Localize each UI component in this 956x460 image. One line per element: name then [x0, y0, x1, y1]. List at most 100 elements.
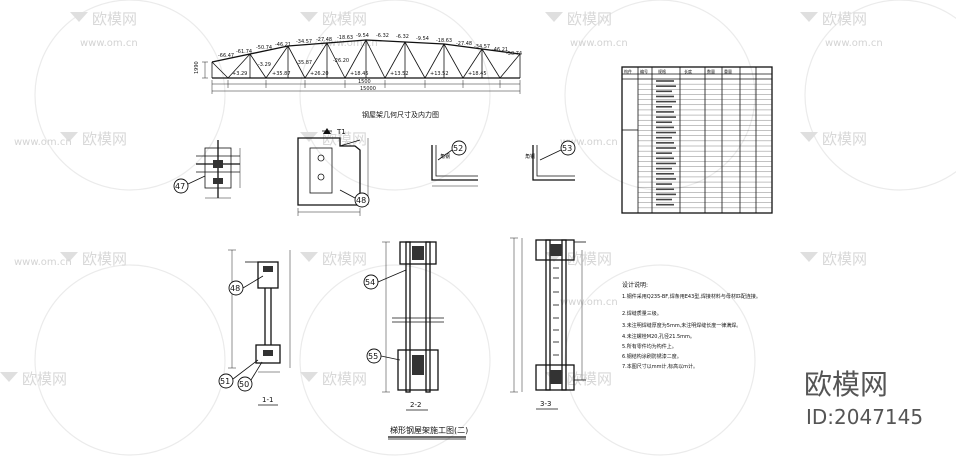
section-1-1: 48 51 50 1-1 [218, 249, 291, 406]
table-cell-text [656, 157, 674, 160]
angle-label: 角钢 [525, 153, 535, 160]
section-label-3-3: 3-3 [540, 400, 551, 408]
watermark-text: 欧模网 [322, 130, 367, 148]
weld-ticks [553, 267, 559, 356]
note-item: 3.未注明焊缝厚度为5mm,未注明焊缝长度一律满焊。 [622, 322, 741, 329]
note-item: 1.钢件采用Q235-BF,焊条用E43型,焊接材料与母材匹配连接。 [622, 293, 761, 300]
table-cell-text [656, 111, 674, 113]
span-dimension: 15000 [360, 86, 376, 92]
watermark-url: www.om.cn [14, 257, 72, 268]
watermark-text: 欧模网 [322, 10, 367, 28]
watermark-text: 欧模网 [92, 10, 137, 28]
table-cell-text [656, 188, 674, 191]
svg-text:-27.48: -27.48 [456, 41, 472, 47]
watermark-text: 欧模网 [322, 250, 367, 268]
table-header-cell: 规格 [658, 68, 666, 74]
callout-53: 53 [562, 144, 572, 153]
end-height-dimension: 1990 [194, 61, 200, 74]
table-cell-text [656, 203, 674, 206]
table-cell-text [656, 147, 676, 149]
table-cell-text [656, 142, 674, 144]
note-item: 2.焊缝质量三级。 [622, 310, 662, 317]
brand-watermark-large: 欧模网 [804, 368, 888, 401]
svg-text:+13.52: +13.52 [390, 71, 409, 77]
note-item: 7.本图尺寸以mm计,标高以m计。 [622, 363, 698, 370]
svg-text:-18.63: -18.63 [436, 38, 452, 44]
section-label-1-1: 1-1 [262, 396, 273, 404]
design-notes: 设计说明: 1.钢件采用Q235-BF,焊条用E43型,焊接材料与母材匹配连接。… [622, 281, 761, 370]
truss-caption: 钢屋架几何尺寸及内力图 [362, 110, 439, 119]
svg-text:-66.47: -66.47 [218, 53, 234, 59]
detail-gusset-t1: T1 48 [297, 128, 370, 216]
watermark-text: 欧模网 [567, 370, 612, 388]
callout-48-detail: 48 [356, 196, 366, 205]
note-item: 5.所有零件均为构件上。 [622, 343, 677, 350]
bottom-force-labels: +3.29 -3.29 +35.87 -35.87 +26.20 -26.20 … [232, 58, 487, 77]
svg-text:-9.54: -9.54 [356, 33, 369, 39]
svg-text:-9.54: -9.54 [416, 36, 429, 42]
svg-text:-6.32: -6.32 [376, 33, 389, 39]
svg-text:-34.57: -34.57 [474, 44, 490, 50]
detail-plate-47: 47 [173, 140, 241, 199]
angle-detail-52: 52 角钢 [431, 140, 478, 187]
svg-text:+35.87: +35.87 [272, 71, 291, 77]
svg-text:-18.63: -18.63 [337, 35, 353, 41]
drawing-title: 梯形钢屋架施工图(二) [390, 425, 468, 435]
table-cell-text [656, 152, 672, 154]
callout-52: 52 [453, 144, 463, 153]
svg-text:-6.32: -6.32 [396, 34, 409, 40]
table-header-cell: 长度 [684, 68, 692, 74]
section-label-2-2: 2-2 [410, 401, 421, 409]
table-header-cell: 重量 [724, 68, 732, 74]
table-header-cell: 构件 [624, 68, 632, 74]
table-cell-text [656, 167, 672, 170]
watermark-text: 欧模网 [822, 130, 867, 148]
id-watermark: ID:2047145 [806, 405, 923, 429]
truss-elevation: -66.47 -61.74 -50.74 -46.21 -34.57 -27.4… [194, 33, 522, 119]
angle-detail-53: 53 角钢 [525, 140, 576, 181]
svg-text:-35.87: -35.87 [296, 60, 312, 66]
svg-text:-26.20: -26.20 [333, 58, 349, 64]
callout-47: 47 [175, 182, 185, 191]
watermark-text: 欧模网 [822, 10, 867, 28]
watermark-text: 欧模网 [567, 10, 612, 28]
section-arrow-icon [323, 128, 331, 134]
table-cell-text [656, 178, 676, 180]
svg-text:-3.29: -3.29 [258, 62, 271, 68]
section-2-2: 54 55 2-2 [363, 241, 444, 411]
svg-text:-34.57: -34.57 [296, 39, 312, 45]
callout-54: 54 [365, 278, 375, 287]
svg-text:-46.21: -46.21 [492, 47, 508, 53]
angle-label: 角钢 [440, 153, 450, 160]
table-cell-text [656, 131, 676, 134]
table-cell-text [656, 121, 672, 124]
table-cell-text [656, 183, 672, 185]
watermark-circles [34, 0, 956, 456]
svg-text:+3.29: +3.29 [232, 71, 247, 77]
sub-span-dimension: 1500 [358, 79, 371, 85]
svg-text:+13.52: +13.52 [430, 71, 449, 77]
callout-51: 51 [220, 377, 230, 386]
note-item: 6.钢结构涂刷防锈漆二度。 [622, 353, 682, 360]
section-3-3: 3-3 [510, 237, 586, 410]
watermark-text: 欧模网 [82, 130, 127, 148]
table-cell-text [656, 193, 676, 196]
table-cell-text [656, 95, 674, 98]
callout-50: 50 [239, 380, 249, 389]
chord-force-labels: -66.47 -61.74 -50.74 -46.21 -34.57 -27.4… [218, 33, 522, 59]
watermark-text: 欧模网 [567, 250, 612, 268]
watermark-url: www.om.cn [560, 297, 618, 308]
svg-text:-50.74: -50.74 [506, 51, 522, 57]
svg-text:-61.74: -61.74 [236, 49, 252, 55]
table-cell-text [656, 85, 676, 87]
table-cell-text [656, 172, 674, 175]
callout-55: 55 [368, 352, 378, 361]
watermark-url: www.om.cn [825, 38, 883, 49]
table-header-cell: 编号 [640, 68, 648, 74]
table-header-cell: 数量 [707, 68, 715, 74]
svg-text:+26.20: +26.20 [310, 71, 329, 77]
svg-text:+18.45: +18.45 [468, 71, 487, 77]
watermark-url: www.om.cn [80, 38, 138, 49]
